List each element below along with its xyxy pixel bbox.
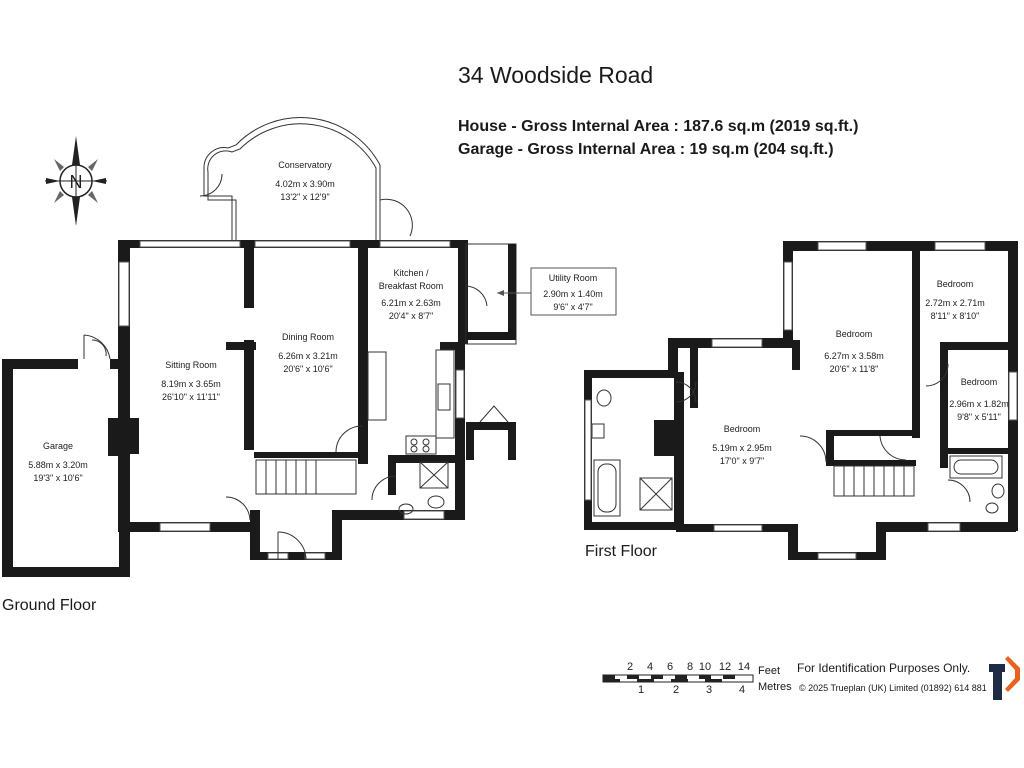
trueplan-logo-icon — [989, 656, 1020, 700]
utility-metric: 2.90m x 1.40m — [543, 289, 603, 299]
feet-tick-2: 2 — [627, 661, 633, 673]
feet-tick-14: 14 — [738, 661, 750, 673]
feet-tick-10: 10 — [699, 661, 711, 673]
conservatory-imperial: 13'2" x 12'9" — [280, 192, 329, 202]
scale-metres-label: Metres — [758, 681, 792, 693]
kitchen-imperial: 20'4" x 8'7" — [389, 311, 433, 321]
feet-tick-6: 6 — [667, 661, 673, 673]
metre-tick-4: 4 — [739, 684, 745, 696]
scale-bar: 2 4 6 8 10 12 14 1 2 3 4 — [602, 661, 754, 696]
garage-walls — [2, 334, 130, 577]
dining-imperial: 20'6" x 10'6" — [283, 364, 332, 374]
sitting-imperial: 26'10" x 11'11" — [162, 392, 220, 402]
conservatory-outline — [199, 117, 413, 240]
sitting-name: Sitting Room — [165, 360, 217, 370]
garage-metric: 5.88m x 3.20m — [28, 460, 88, 470]
compass-rose-icon: N — [45, 136, 107, 226]
utility-room-outline — [465, 243, 517, 345]
copyright-note: © 2025 Trueplan (UK) Limited (01892) 614… — [799, 683, 987, 693]
bedroom-main-metric: 6.27m x 3.58m — [824, 351, 884, 361]
kitchen-name-1: Kitchen / — [393, 268, 429, 278]
bedroom-left-metric: 5.19m x 2.95m — [712, 443, 772, 453]
bedroom-small-name: Bedroom — [961, 377, 998, 387]
metre-tick-2: 2 — [673, 684, 679, 696]
utility-name: Utility Room — [549, 273, 598, 283]
property-title: 34 Woodside Road — [458, 62, 654, 88]
kitchen-name-2: Breakfast Room — [379, 281, 444, 291]
bedroom-top-right-imperial: 8'11" x 8'10" — [931, 311, 980, 321]
house-walls — [91, 240, 516, 561]
ground-floor-plan — [2, 117, 617, 577]
garage-gross-area: Garage - Gross Internal Area : 19 sq.m (… — [458, 141, 834, 158]
bedroom-top-right-metric: 2.72m x 2.71m — [925, 298, 985, 308]
garage-imperial: 19'3" x 10'6" — [33, 473, 82, 483]
utility-imperial: 9'6" x 4'7" — [553, 302, 592, 312]
feet-tick-8: 8 — [687, 661, 693, 673]
ground-floor-label: Ground Floor — [2, 597, 97, 614]
kitchen-metric: 6.21m x 2.63m — [381, 298, 441, 308]
house-gross-area: House - Gross Internal Area : 187.6 sq.m… — [458, 118, 859, 135]
sitting-metric: 8.19m x 3.65m — [161, 379, 221, 389]
metre-tick-3: 3 — [706, 684, 712, 696]
first-floor-plan — [584, 241, 1018, 560]
bedroom-left-name: Bedroom — [724, 424, 761, 434]
identification-note: For Identification Purposes Only. — [797, 661, 971, 675]
bedroom-small-imperial: 9'8" x 5'11" — [957, 412, 1001, 422]
garage-name: Garage — [43, 441, 73, 451]
feet-tick-12: 12 — [719, 661, 731, 673]
feet-tick-4: 4 — [647, 661, 653, 673]
bedroom-main-imperial: 20'6" x 11'8" — [830, 364, 879, 374]
room-labels: Conservatory 4.02m x 3.90m 13'2" x 12'9"… — [28, 160, 1009, 483]
compass-north-letter: N — [70, 172, 83, 192]
conservatory-name: Conservatory — [278, 160, 332, 170]
metre-tick-1: 1 — [638, 684, 644, 696]
dining-metric: 6.26m x 3.21m — [278, 351, 338, 361]
bedroom-main-name: Bedroom — [836, 329, 873, 339]
conservatory-metric: 4.02m x 3.90m — [275, 179, 335, 189]
scale-feet-label: Feet — [758, 665, 781, 677]
bedroom-left-imperial: 17'0" x 9'7" — [720, 456, 764, 466]
dining-name: Dining Room — [282, 332, 334, 342]
bedroom-top-right-name: Bedroom — [937, 279, 974, 289]
bedroom-small-metric: 2.96m x 1.82m — [949, 399, 1009, 409]
first-floor-label: First Floor — [585, 543, 657, 560]
